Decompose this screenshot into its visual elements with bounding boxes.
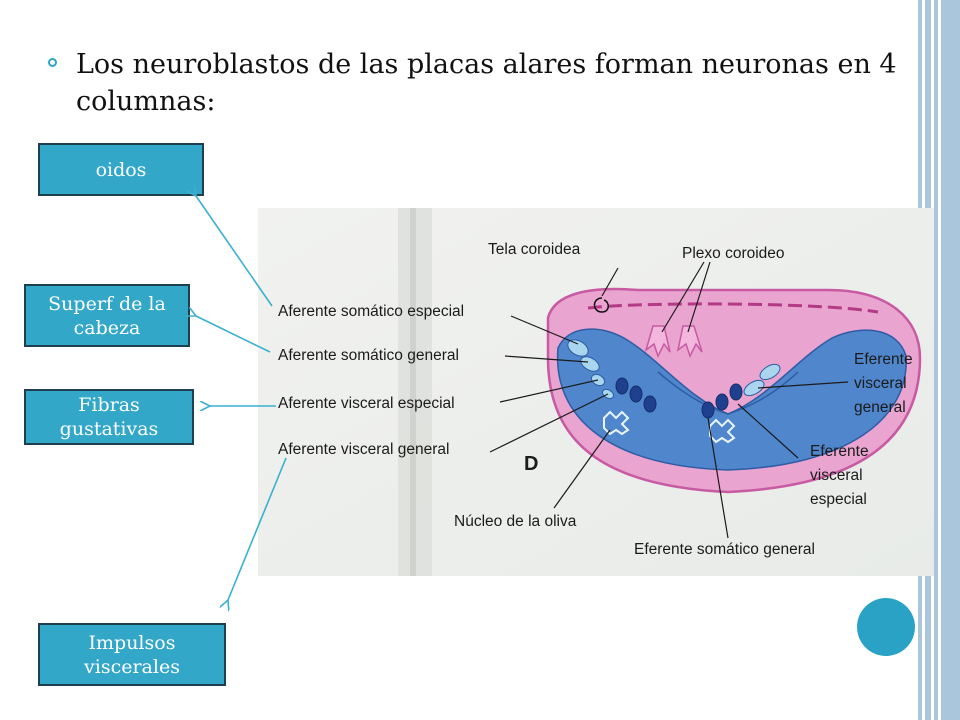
neural-tube-figure: Tela coroidea Plexo coroideo Aferente so… bbox=[258, 208, 934, 576]
decorative-circle bbox=[857, 598, 915, 656]
nuclei-light bbox=[567, 339, 781, 400]
plexo-tufts bbox=[644, 325, 703, 358]
nuclei-dark bbox=[615, 377, 743, 419]
slide-title: Los neuroblastos de las placas alares fo… bbox=[76, 49, 897, 117]
label-eferente-visceral-general-1: Eferente bbox=[854, 351, 913, 368]
label-nucleo-oliva: Núcleo de la oliva bbox=[454, 513, 577, 530]
label-aferente-somatico-especial: Aferente somático especial bbox=[278, 303, 464, 320]
tela-roof bbox=[587, 302, 879, 314]
label-eferente-visceral-especial-3: especial bbox=[810, 491, 867, 508]
label-aferente-visceral-general: Aferente visceral general bbox=[278, 441, 449, 458]
label-box-oidos: oidos bbox=[38, 143, 204, 196]
tela-loop bbox=[593, 297, 609, 313]
label-eferente-visceral-general-2: visceral bbox=[854, 375, 907, 392]
paper-fold-line bbox=[410, 208, 416, 576]
label-eferente-visceral-especial-2: visceral bbox=[810, 467, 863, 484]
label-oidos-text: oidos bbox=[95, 158, 147, 181]
label-aferente-visceral-especial: Aferente visceral especial bbox=[278, 395, 455, 412]
decorative-stripe bbox=[941, 0, 960, 720]
label-eferente-somatico-general: Eferente somático general bbox=[634, 541, 815, 558]
blue-neural-tissue bbox=[556, 328, 907, 471]
label-tela-coroidea: Tela coroidea bbox=[488, 241, 581, 258]
label-eferente-visceral-especial-1: Eferente bbox=[810, 443, 869, 460]
label-aferente-somatico-general: Aferente somático general bbox=[278, 347, 459, 364]
leader-lines bbox=[489, 261, 849, 539]
bullet-ring-icon bbox=[48, 58, 57, 67]
decorative-stripe bbox=[934, 0, 938, 720]
olive-nuclei bbox=[603, 410, 736, 444]
label-plexo-coroideo: Plexo coroideo bbox=[682, 245, 785, 262]
label-eferente-visceral-general-3: general bbox=[854, 399, 906, 416]
central-groove bbox=[657, 371, 799, 415]
figure-letter: D bbox=[524, 453, 538, 475]
